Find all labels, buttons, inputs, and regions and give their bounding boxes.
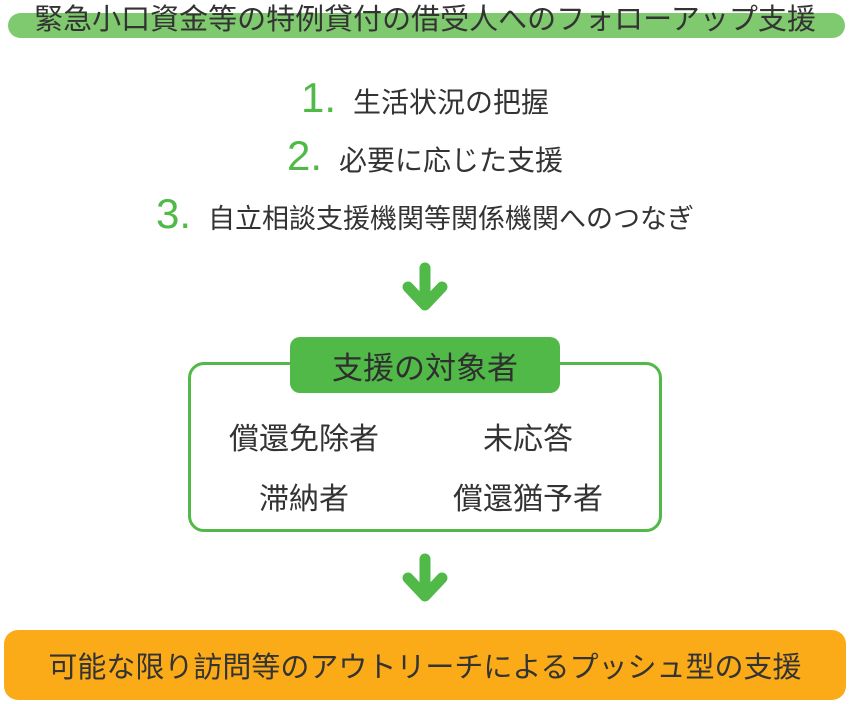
step-item-3: 3. 自立相談支援機関等関係機関へのつなぎ [156, 190, 694, 238]
page-title: 緊急小口資金等の特例貸付の借受人へのフォローアップ支援 [34, 4, 816, 36]
down-arrow-icon [402, 262, 448, 311]
step-item-2: 2. 必要に応じた支援 [287, 132, 563, 180]
step-number: 1. [300, 74, 336, 121]
target-item: 滞納者 [259, 483, 350, 516]
target-item: 償還免除者 [229, 423, 380, 456]
footer-banner: 可能な限り訪問等のアウトリーチによるプッシュ型の支援 [4, 630, 846, 700]
step-label: 生活状況の把握 [353, 87, 550, 118]
support-target-box-title: 支援の対象者 [290, 337, 560, 393]
step-label: 自立相談支援機関等関係機関へのつなぎ [208, 204, 695, 234]
step-label: 必要に応じた支援 [339, 145, 564, 176]
down-arrow-icon [402, 553, 448, 602]
header-highlight-band [8, 13, 845, 38]
step-item-1: 1. 生活状況の把握 [301, 74, 549, 122]
target-item: 未応答 [483, 423, 574, 456]
footer-label: 可能な限り訪問等のアウトリーチによるプッシュ型の支援 [48, 652, 802, 684]
step-number: 2. [286, 132, 322, 179]
step-number: 3. [155, 190, 192, 237]
steps-list: 1. 生活状況の把握 2. 必要に応じた支援 3. 自立相談支援機関等関係機関へ… [0, 74, 850, 248]
target-item: 償還猶予者 [453, 483, 604, 516]
